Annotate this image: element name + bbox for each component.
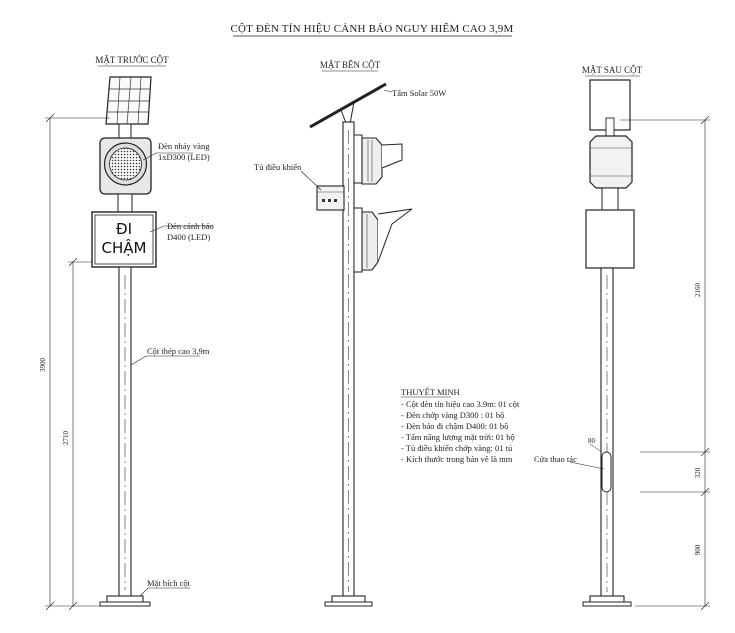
notes-item: - Kích thước trong bản vẽ là mm: [401, 454, 513, 464]
label-steel-pole: Cột thép cao 3,9m: [147, 346, 210, 356]
dim-front-total: 3900: [39, 358, 47, 373]
dim-back-upper: 2160: [694, 283, 702, 298]
sign-back-plate: [585, 209, 635, 269]
svg-text:MẶT SAU CỘT: MẶT SAU CỘT: [582, 65, 643, 75]
steel-pole-back: [600, 267, 614, 599]
label-base-plate: Mặt bích cột: [147, 578, 191, 588]
sign-line-1: ĐI: [116, 220, 132, 238]
label-flasher-2: 1xD300 (LED): [158, 152, 210, 162]
dim-back-lower: 900: [694, 544, 702, 555]
dim-door-width: 80: [588, 437, 596, 445]
yellow-flasher-back: [589, 135, 633, 189]
svg-text:MẶT BÊN CỘT: MẶT BÊN CỘT: [320, 60, 381, 70]
operation-door: [601, 451, 612, 493]
yellow-flasher-side: [353, 134, 403, 185]
solar-panel-front: [105, 76, 152, 125]
control-box-side: [316, 185, 345, 211]
sign-line-2: CHẬM: [102, 238, 147, 257]
steel-pole-side: [342, 121, 355, 599]
notes-item: - Tấm năng lượng mặt trời: 01 bộ: [401, 432, 515, 442]
svg-text:MẶT TRƯỚC CỘT: MẶT TRƯỚC CỘT: [95, 55, 169, 65]
label-door: Cửa thao tác: [534, 454, 577, 464]
front-view: ĐI CHẬM Đèn nháy vàng 1xD300 (LED) Đèn c…: [39, 76, 214, 611]
back-dimension-lines: [620, 115, 710, 611]
dim-back-door: 320: [694, 467, 702, 478]
label-warning-light-1: Đèn cảnh báo: [167, 221, 214, 231]
solar-panel-side: [309, 82, 387, 129]
side-view-title: MẶT BÊN CỘT: [320, 60, 381, 72]
label-control-box: Tủ điều khiển: [254, 162, 302, 172]
notes-item: - Cột đèn tín hiệu cao 3.9m: 01 cột: [401, 399, 520, 409]
notes-block: THUYẾT MINH - Cột đèn tín hiệu cao 3.9m:…: [401, 387, 520, 464]
front-view-title: MẶT TRƯỚC CỘT: [95, 55, 169, 67]
slow-down-sign: ĐI CHẬM: [91, 211, 157, 268]
notes-item: - Đèn báo đi chậm D400: 01 bộ: [401, 421, 508, 431]
label-solar-panel: Tấm Solar 50W: [392, 88, 446, 98]
notes-item: - Đèn chớp vàng D300 : 01 bộ: [401, 410, 504, 420]
side-view: Tấm Solar 50W Tủ điều khiển: [254, 82, 446, 607]
back-view-title: MẶT SAU CỘT: [582, 65, 643, 77]
drawing-title: CỘT ĐÈN TÍN HIỆU CẢNH BÁO NGUY HIỂM CAO …: [231, 22, 514, 35]
base-plate-side: [324, 595, 373, 607]
notes-item: - Tủ điều khiển chớp vàng: 01 tủ: [401, 443, 513, 453]
base-plate-back: [582, 595, 632, 607]
label-warning-light-2: D400 (LED): [167, 232, 210, 242]
back-view: Cửa thao tác 80 2160 320 900: [534, 79, 710, 611]
yellow-flasher-front: [99, 137, 152, 195]
steel-pole-front: [118, 266, 132, 598]
front-dimension-lines: [45, 113, 110, 611]
label-flasher-1: Đèn nháy vàng: [158, 141, 210, 151]
base-plate-front: [99, 595, 151, 607]
warning-light-side: [353, 207, 413, 273]
notes-heading: THUYẾT MINH: [401, 387, 460, 397]
dim-front-lower: 2710: [62, 431, 70, 446]
